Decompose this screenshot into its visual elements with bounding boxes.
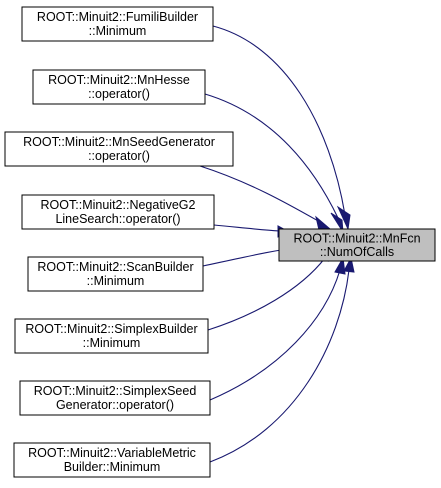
- target-node[interactable]: ROOT::Minuit2::MnFcn ::NumOfCalls: [278, 228, 436, 262]
- edge-simplex-seed-arrowhead: [334, 256, 346, 275]
- caller-node-label-line1: ROOT::Minuit2::VariableMetric: [28, 446, 196, 460]
- caller-node-label-line2: Generator::operator(): [56, 398, 174, 412]
- edge-simplex-seed: [209, 269, 341, 401]
- caller-node-label-line2: ::operator(): [88, 149, 150, 163]
- edge-fumili-builder-arrowhead: [336, 205, 351, 231]
- caller-node-simplex-builder[interactable]: ROOT::Minuit2::SimplexBuilder ::Minimum: [14, 318, 209, 354]
- caller-node-mnhesse[interactable]: ROOT::Minuit2::MnHesse ::operator(): [32, 69, 206, 105]
- edge-simplex-builder: [207, 257, 326, 331]
- caller-node-label-line1: ROOT::Minuit2::FumiliBuilder: [37, 10, 198, 24]
- target-node-line1: ROOT::Minuit2::MnFcn: [293, 232, 420, 246]
- edge-negative-g2: [213, 224, 280, 232]
- edge-mnseed-generator: [199, 165, 321, 223]
- caller-node-negative-g2[interactable]: ROOT::Minuit2::NegativeG2 LineSearch::op…: [21, 194, 215, 230]
- caller-node-label-line2: ::Minimum: [83, 336, 141, 350]
- caller-node-label-line1: ROOT::Minuit2::MnSeedGenerator: [23, 135, 215, 149]
- caller-node-fumili-builder[interactable]: ROOT::Minuit2::FumiliBuilder ::Minimum: [21, 6, 214, 42]
- caller-node-label-line1: ROOT::Minuit2::NegativeG2: [41, 198, 196, 212]
- caller-node-label-line2: ::Minimum: [87, 274, 145, 288]
- caller-node-label-line1: ROOT::Minuit2::MnHesse: [48, 73, 190, 87]
- caller-node-mnseed-generator[interactable]: ROOT::Minuit2::MnSeedGenerator ::operato…: [4, 131, 234, 167]
- edge-fumili-builder: [212, 25, 346, 216]
- target-node-line2: ::NumOfCalls: [320, 245, 394, 259]
- edge-variable-metric: [209, 269, 350, 463]
- caller-node-label-line2: LineSearch::operator(): [55, 212, 180, 226]
- caller-node-label-line1: ROOT::Minuit2::ScanBuilder: [37, 260, 193, 274]
- edge-mnhesse: [204, 93, 339, 219]
- caller-node-simplex-seed[interactable]: ROOT::Minuit2::SimplexSeed Generator::op…: [19, 380, 211, 416]
- edge-mnseed-generator-arrowhead: [315, 215, 332, 231]
- caller-node-scan-builder[interactable]: ROOT::Minuit2::ScanBuilder ::Minimum: [27, 256, 204, 292]
- caller-node-label-line1: ROOT::Minuit2::SimplexBuilder: [25, 322, 197, 336]
- caller-node-variable-metric[interactable]: ROOT::Minuit2::VariableMetric Builder::M…: [13, 442, 211, 478]
- caller-node-label-line2: ::operator(): [88, 87, 150, 101]
- caller-node-label-line2: ::Minimum: [89, 24, 147, 38]
- edge-mnhesse-arrowhead: [330, 212, 344, 233]
- caller-node-label-line2: Builder::Minimum: [64, 460, 161, 474]
- caller-node-label-line1: ROOT::Minuit2::SimplexSeed: [34, 384, 197, 398]
